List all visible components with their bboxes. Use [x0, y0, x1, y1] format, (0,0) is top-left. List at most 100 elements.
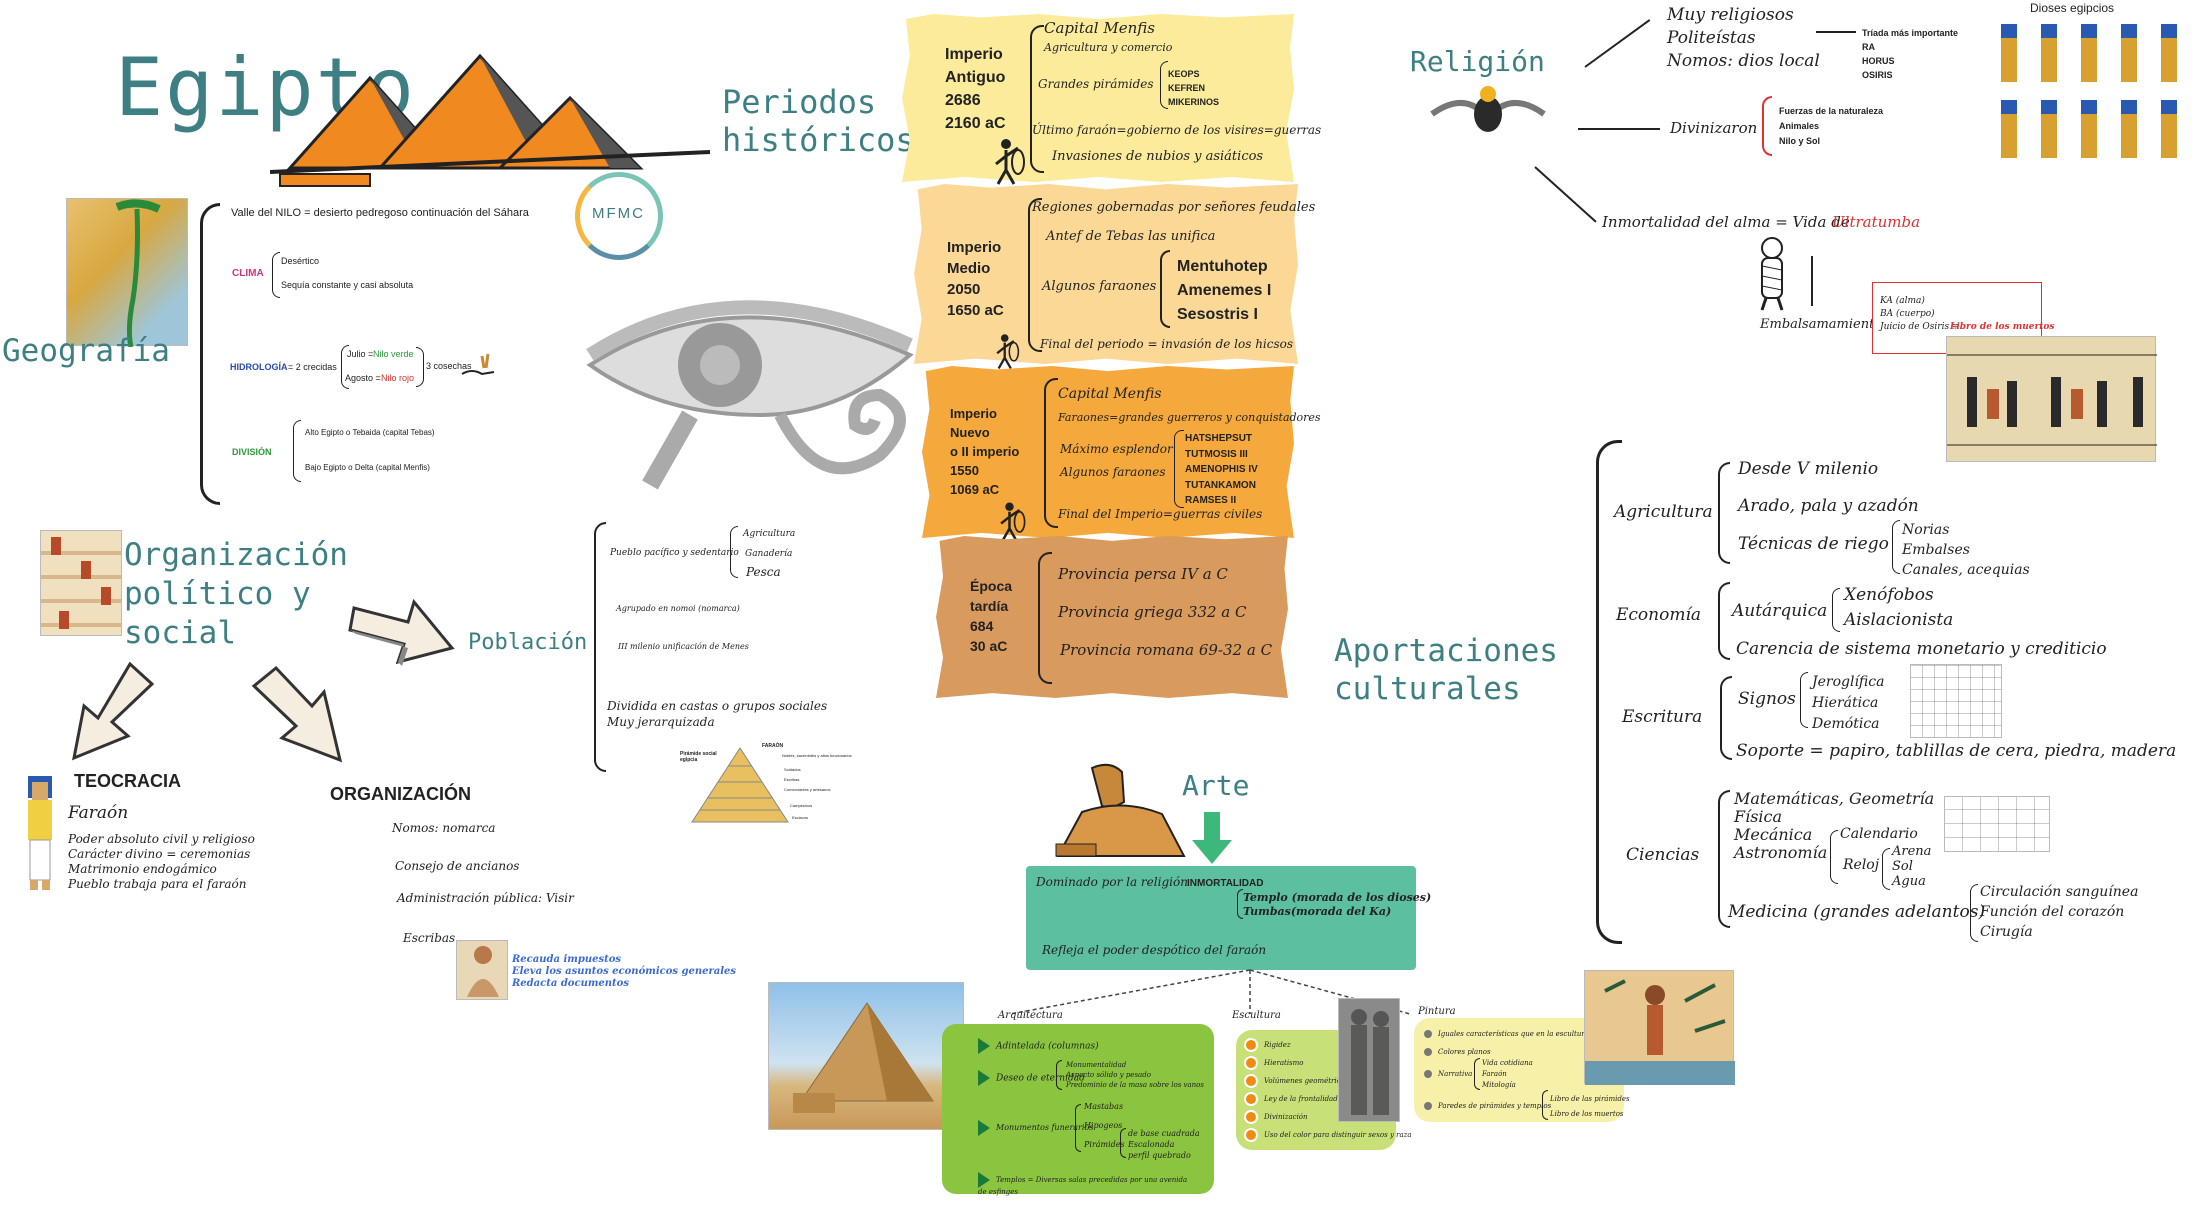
narrativa-list: Vida cotidiana Faraón Mitología [1482, 1059, 1533, 1089]
statue-image [1338, 998, 1400, 1122]
valle-nilo-text: Valle del NILO = desierto pedregoso cont… [231, 207, 529, 219]
period-2-item: Algunos faraones [1042, 279, 1157, 294]
religion-arrow-up [1584, 19, 1651, 68]
period-2-item: Antef de Tebas las unifica [1046, 229, 1216, 244]
poblacion-title: Población [468, 630, 588, 655]
social-pyramid-image: Pirámide social egipcia FARAÓN Nobles, s… [678, 742, 852, 828]
autarquica-brace [1832, 588, 1840, 632]
agrupado-text: Agrupado en nomoi (nomarca) [616, 604, 740, 613]
aportaciones-title-1: Aportaciones [1334, 633, 1558, 669]
period-1-brace [1030, 25, 1044, 173]
numbers-chart-image [1944, 796, 2050, 852]
pharaoh-name: KEOPS [1168, 69, 1200, 79]
egyptian-painting-image [1584, 970, 1735, 1085]
agricultura-item: Arado, pala y azadón [1738, 496, 1919, 516]
pyramid-photo [768, 982, 964, 1130]
medicina-list: Circulación sanguínea Función del corazó… [1980, 884, 2139, 940]
pacifico-item: Ganadería [745, 549, 793, 559]
agricultura-label: Agricultura [1614, 502, 1713, 522]
period-epoca-tardia-name: Época tardía 684 30 aC [970, 578, 1013, 654]
riego-brace [1892, 520, 1900, 574]
escribas-item: Redacta documentos [512, 978, 629, 989]
org-item-escribas: Escribas [403, 931, 456, 945]
agricultura-item: Desde V milenio [1738, 459, 1879, 479]
gods-image [1995, 18, 2191, 166]
agosto-label: Agosto = [345, 373, 381, 383]
religion-item: Nomos: dios local [1667, 51, 1820, 71]
faraon-item: Poder absoluto civil y religioso [68, 832, 255, 846]
arrow-to-poblacion [348, 598, 455, 666]
arte-down-arrow [1192, 812, 1232, 864]
ultratumba-text: Ultratumba [1832, 213, 1921, 231]
escultura-label: Escultura [1232, 1010, 1281, 1021]
period-1-item: Grandes pirámides [1038, 77, 1154, 91]
period-2-item: Regiones gobernadas por señores feudales [1032, 200, 1316, 215]
clima-brace [272, 252, 280, 298]
riego-list: Norias Embalses Canales, acequias [1902, 522, 2030, 578]
pharaoh-name: Sesostris I [1177, 306, 1258, 323]
escultura-item: Ley de la frontalidad [1244, 1090, 1412, 1108]
faraon-list: Poder absoluto civil y religioso Carácte… [68, 832, 255, 892]
organizacion-title-2: político y [124, 576, 311, 612]
period-2-pharaohs: Mentuhotep Amenemes I Sesostris I [1177, 255, 1271, 327]
org-item-nomos: Nomos: nomarca [392, 821, 496, 835]
funerario-mastabas: Mastabas [1084, 1102, 1124, 1111]
pharaoh-name: RAMSES II [1185, 495, 1237, 506]
faraon-item: Carácter divino = ceremonias [68, 847, 251, 861]
dioses-title: Dioses egipcios [2030, 1, 2115, 15]
organizacion-subtitle: ORGANIZACIÓN [330, 784, 471, 804]
soporte-text: Soporte = papiro, tablillas de cera, pie… [1736, 741, 2177, 761]
arq-item-funerarios: Monumentos funerarios [978, 1120, 1093, 1136]
hand-wheat-icon [461, 353, 495, 376]
pharaoh-name: HATSHEPSUT [1185, 433, 1253, 444]
teocracia-title: TEOCRACIA [74, 771, 181, 791]
arte-main-box [1026, 866, 1416, 970]
agosto-value: Nilo rojo [381, 373, 415, 383]
geografia-title: Geografía [2, 333, 170, 369]
period-imperio-antiguo [902, 14, 1294, 182]
julio-value: Nilo verde [373, 349, 414, 359]
escribas-item: Eleva los asuntos económicos generales [512, 966, 737, 977]
faraon-item: Pueblo trabaja para el faraón [68, 877, 247, 891]
period-1-pharaohs: KEOPS KEFREN MIKERINOS [1168, 67, 1219, 109]
period-3-pharaohs-brace [1174, 430, 1184, 508]
arq-item-templos: Templos = Diversas salas precedidas por … [978, 1172, 1198, 1197]
period-1-item: Agricultura y comercio [1044, 41, 1173, 54]
signos-brace [1800, 672, 1808, 728]
pharaoh-name: Mentuhotep [1177, 258, 1268, 275]
period-imperio-nuevo [922, 366, 1294, 538]
templo-text: Templo (morada de los dioses) [1243, 891, 1432, 904]
pacifico-brace [730, 526, 738, 578]
eternidad-brace [1056, 1060, 1062, 1090]
organizacion-title-1: Organización [124, 537, 348, 573]
autarquica-item: Aislacionista [1844, 610, 1954, 630]
astronomia-brace [1830, 830, 1838, 884]
religion-item: Politeístas [1667, 28, 1756, 48]
escultura-item: Rigidez [1244, 1036, 1412, 1054]
escultura-item: Uso del color para distinguir sexos y ra… [1244, 1126, 1412, 1144]
escultura-item: Hieratismo [1244, 1054, 1412, 1072]
division-item-2: Bajo Egipto o Delta (capital Menfis) [305, 463, 430, 472]
division-brace [293, 420, 301, 482]
pueblo-pacifico-text: Pueblo pacífico y sedentario [610, 548, 739, 558]
period-4-item: Provincia romana 69-32 a C [1060, 641, 1273, 659]
warrior-icon [995, 139, 1025, 185]
piramides-brace [1120, 1128, 1126, 1158]
hidrologia-crecidas: = 2 crecidas [288, 362, 337, 372]
medicina-label: Medicina (grandes adelantos) [1728, 902, 1986, 922]
inmortalidad-brace [1237, 889, 1243, 919]
pacifico-item: Agricultura [743, 529, 796, 539]
ciencias-label: Ciencias [1626, 845, 1700, 865]
geografia-brace [200, 203, 220, 505]
libro-text: Libro de los muertos [1950, 322, 2055, 332]
narrativa-brace [1474, 1058, 1480, 1090]
tumbas-text: Tumbas(morada del Ka) [1243, 905, 1392, 918]
division-label: DIVISIÓN [232, 447, 272, 457]
period-3-pharaohs: HATSHEPSUT TUTMOSIS III AMENOPHIS IV TUT… [1185, 431, 1258, 509]
egypt-map-image [66, 198, 188, 348]
cosechas-text: 3 cosechas [426, 361, 472, 371]
periodos-title-2: históricos [722, 121, 915, 159]
arquitectura-label: Arquitectura [998, 1010, 1063, 1021]
religion-top-list: Muy religiosos Politeístas Nomos: dios l… [1667, 4, 1820, 73]
pintura-item: Paredes de pirámides y templos [1424, 1102, 1551, 1110]
